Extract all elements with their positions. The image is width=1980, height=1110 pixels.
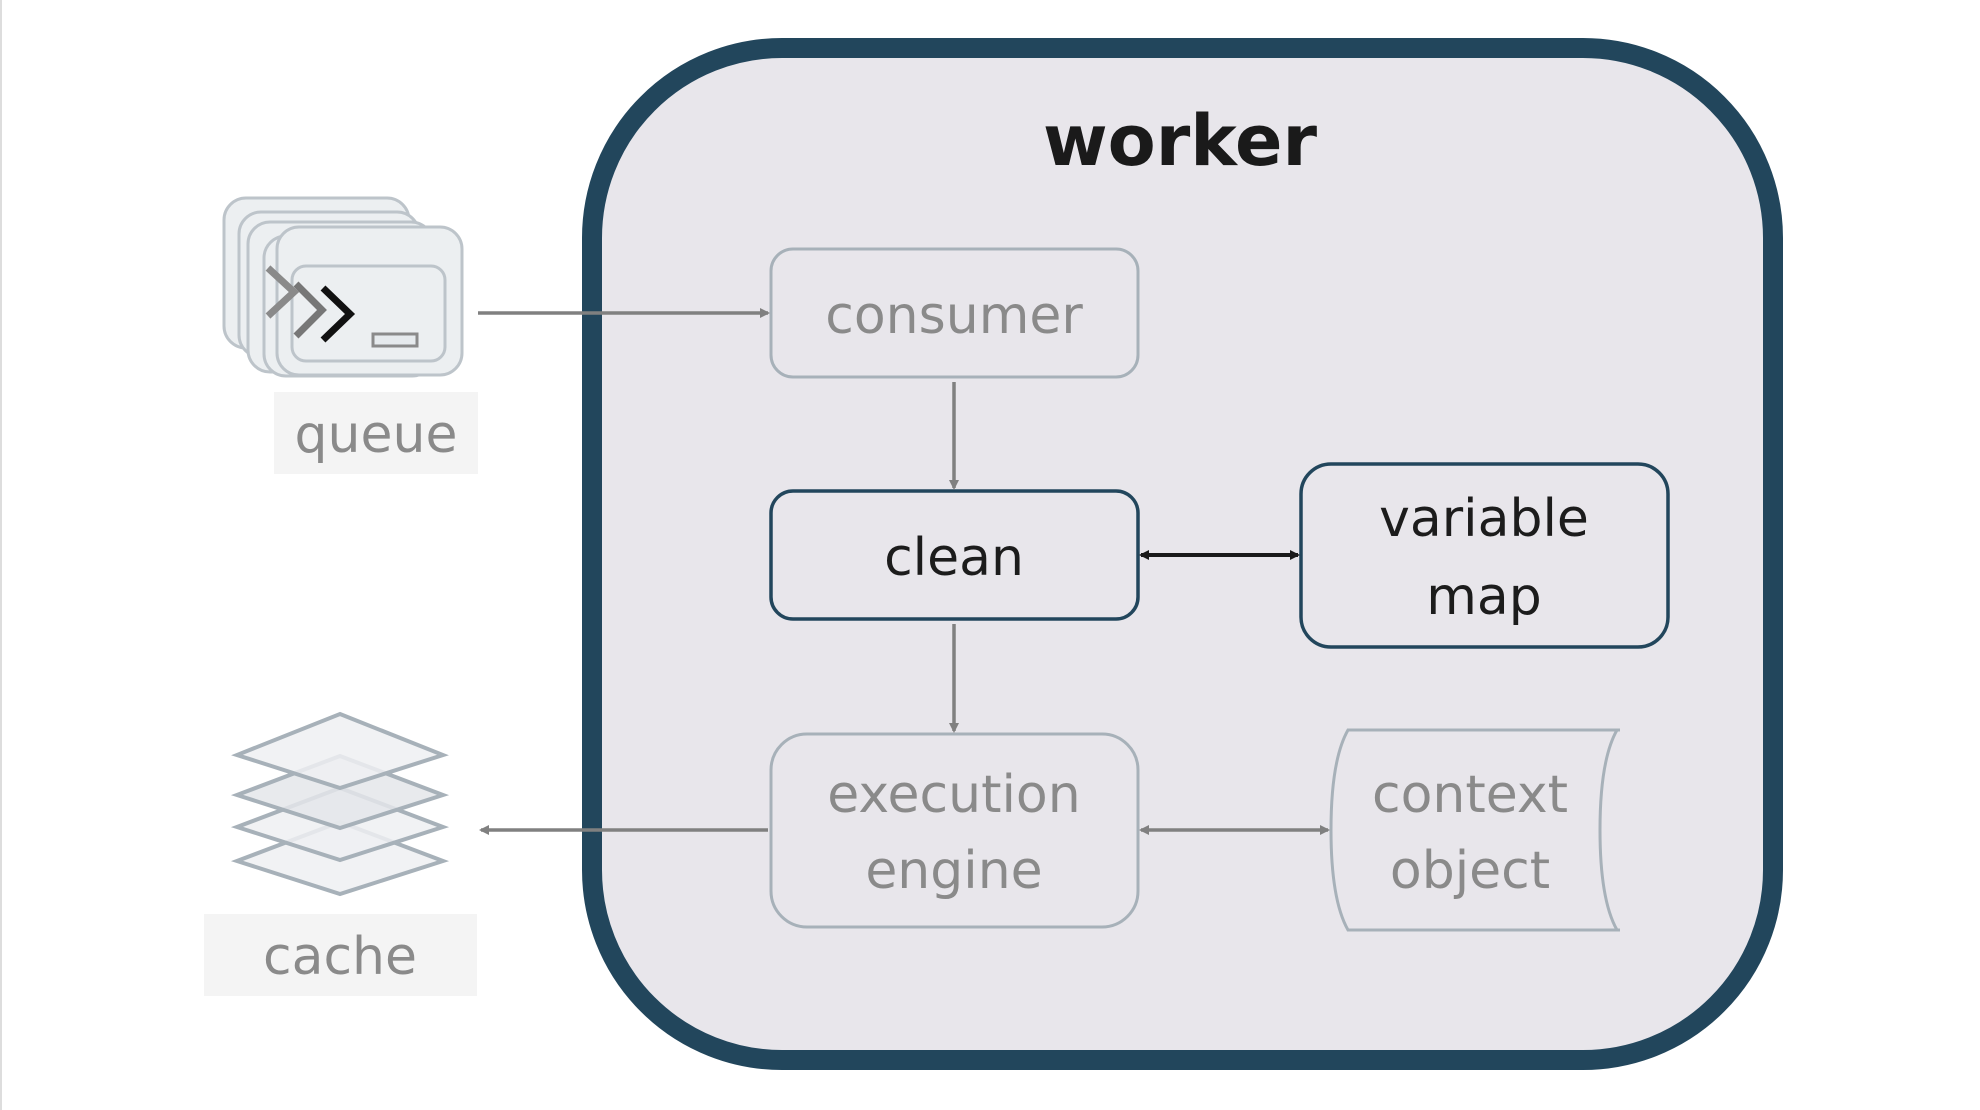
execution-engine-node[interactable]: execution engine	[769, 732, 1140, 929]
context-object-label-line2: object	[1390, 841, 1550, 901]
consumer-label: consumer	[825, 286, 1083, 346]
queue-icon	[222, 196, 464, 378]
variable-map-label-line1: variable	[1379, 489, 1589, 549]
variable-map-label-line2: map	[1426, 567, 1542, 627]
queue-label-box: queue	[274, 392, 478, 474]
clean-label: clean	[884, 528, 1024, 588]
variable-map-node[interactable]: variable map	[1299, 462, 1670, 649]
context-object-node[interactable]: context object	[1329, 728, 1620, 932]
cache-label-box: cache	[204, 914, 477, 996]
worker-title: worker	[1043, 100, 1317, 182]
consumer-node[interactable]: consumer	[769, 247, 1140, 379]
queue-prompt-icon	[265, 265, 419, 348]
cache-label: cache	[263, 927, 417, 987]
execution-engine-label-line1: execution	[827, 765, 1080, 825]
queue-label: queue	[295, 405, 458, 465]
clean-node[interactable]: clean	[769, 489, 1140, 621]
cache-layers-icon	[230, 711, 450, 897]
execution-engine-label-line2: engine	[865, 841, 1042, 901]
context-object-label-line1: context	[1372, 765, 1568, 825]
